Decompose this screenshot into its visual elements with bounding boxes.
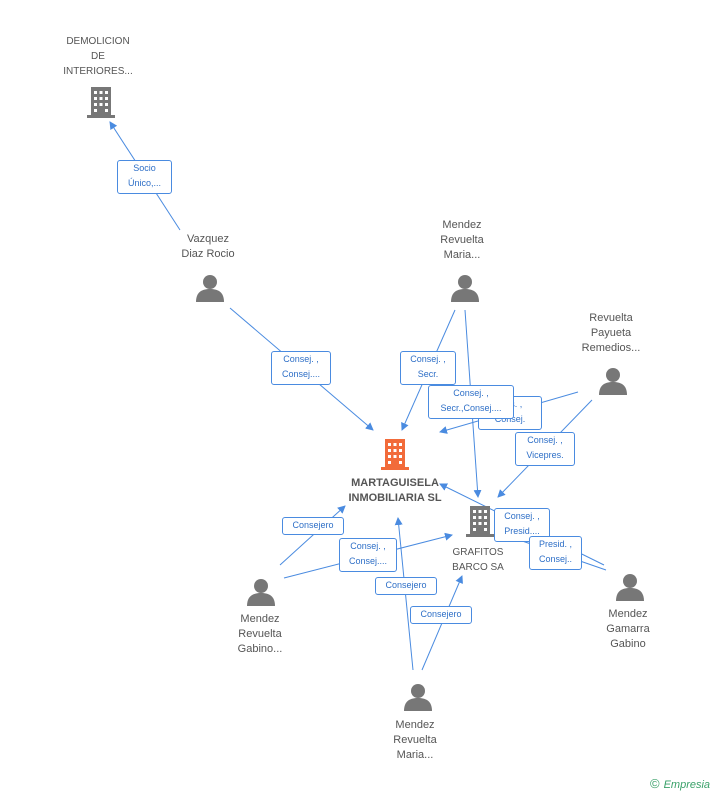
label-line: INMOBILIARIA SL	[348, 492, 442, 504]
label-line: Revuelta	[238, 628, 282, 640]
role-box-vazquez-consej[interactable]: Consej. , Consej....	[271, 351, 331, 385]
role-line: Consej....	[281, 369, 321, 379]
role-line: Consejero	[292, 520, 334, 530]
person-icon[interactable]	[598, 367, 628, 395]
role-line: Consej..	[538, 554, 573, 564]
role-line: Socio	[133, 163, 156, 173]
company-building-icon[interactable]	[464, 504, 496, 538]
brand-name: Empresia	[663, 779, 711, 791]
role-line: Consej. ,	[410, 354, 446, 364]
person-icon[interactable]	[615, 573, 645, 601]
role-line: Consej. ,	[350, 541, 386, 551]
company-grafitos-label[interactable]: GRAFITOS BARCO SA	[428, 545, 528, 575]
label-line: DEMOLICION	[66, 36, 130, 47]
company-building-icon[interactable]	[85, 85, 117, 119]
person-mendez-gamarra-label[interactable]: Mendez Gamarra Gabino	[578, 607, 678, 652]
role-box-maria-top-consej-secr[interactable]: Consej. , Secr.	[400, 351, 456, 385]
role-box-maria-bottom-consejero2[interactable]: Consejero	[410, 606, 472, 624]
label-line: Revuelta	[440, 234, 484, 246]
label-line: DE	[91, 51, 105, 62]
role-line: Consej. ,	[283, 354, 319, 364]
person-icon[interactable]	[195, 274, 225, 302]
role-line: Consej.	[494, 414, 526, 424]
label-line: Revuelta	[393, 734, 437, 746]
role-line: Único,...	[127, 178, 161, 188]
label-line: Mendez	[395, 719, 435, 731]
label-line: Diaz Rocio	[181, 248, 235, 260]
label-line: Mendez	[240, 613, 280, 625]
role-line: Secr.	[417, 369, 439, 379]
label-line: INTERIORES...	[63, 66, 133, 77]
person-mendez-maria-bottom-label[interactable]: Mendez Revuelta Maria...	[365, 718, 465, 763]
label-line: GRAFITOS	[452, 547, 504, 558]
edge-gabinoleft-martaguisela	[279, 505, 346, 566]
role-line: Consej. ,	[504, 511, 540, 521]
label-line: Maria...	[443, 249, 481, 261]
role-box-maria-top-consej-secr2[interactable]: Consej. , Secr.,Consej....	[428, 385, 514, 419]
label-line: Mendez	[442, 219, 482, 231]
role-line: Presid....	[504, 526, 540, 536]
person-mendez-maria-top-label[interactable]: Mendez Revuelta Maria...	[412, 218, 512, 263]
role-box-socio-unico[interactable]: Socio Único,...	[117, 160, 172, 194]
role-line: Consej. ,	[527, 435, 563, 445]
role-line: Consej....	[348, 556, 388, 566]
role-line: Secr.,Consej....	[440, 403, 502, 413]
role-box-gamarra-presid-consej[interactable]: Presid. , Consej..	[529, 536, 582, 570]
role-line: Consejero	[385, 580, 427, 590]
role-box-revuelta-consej-vicepres[interactable]: Consej. , Vicepres.	[515, 432, 575, 466]
person-mendez-gabino-left-label[interactable]: Mendez Revuelta Gabino...	[210, 612, 310, 657]
label-line: BARCO SA	[452, 562, 504, 573]
label-line: Revuelta	[589, 312, 633, 324]
role-box-gabino-left-consej[interactable]: Consej. , Consej....	[339, 538, 397, 572]
copyright-symbol: ©	[650, 776, 660, 791]
person-icon[interactable]	[403, 683, 433, 711]
label-line: Remedios...	[581, 342, 641, 354]
role-line: Consej. ,	[453, 388, 489, 398]
main-company-building-icon[interactable]	[379, 437, 411, 471]
person-icon[interactable]	[450, 274, 480, 302]
role-line: Vicepres.	[526, 450, 564, 460]
person-icon[interactable]	[246, 578, 276, 606]
role-box-maria-bottom-consejero1[interactable]: Consejero	[375, 577, 437, 595]
company-demolicion-label[interactable]: DEMOLICION DE INTERIORES...	[48, 34, 148, 79]
main-company-label[interactable]: MARTAGUISELA INMOBILIARIA SL	[320, 476, 470, 506]
label-line: Gabino...	[237, 643, 283, 655]
label-line: Gabino	[610, 638, 646, 650]
role-line: Presid. ,	[538, 539, 572, 549]
label-line: Mendez	[608, 608, 648, 620]
role-box-gabino-left-consejero[interactable]: Consejero	[282, 517, 344, 535]
role-line: Consejero	[420, 609, 462, 619]
label-line: Maria...	[396, 749, 434, 761]
label-line: MARTAGUISELA	[351, 477, 439, 489]
person-revuelta-payueta-label[interactable]: Revuelta Payueta Remedios...	[561, 311, 661, 356]
footer-brand: ©Empresia	[650, 776, 710, 791]
label-line: Gamarra	[606, 623, 650, 635]
person-vazquez-label[interactable]: Vazquez Diaz Rocio	[158, 232, 258, 262]
label-line: Payueta	[590, 327, 632, 339]
label-line: Vazquez	[187, 233, 229, 245]
